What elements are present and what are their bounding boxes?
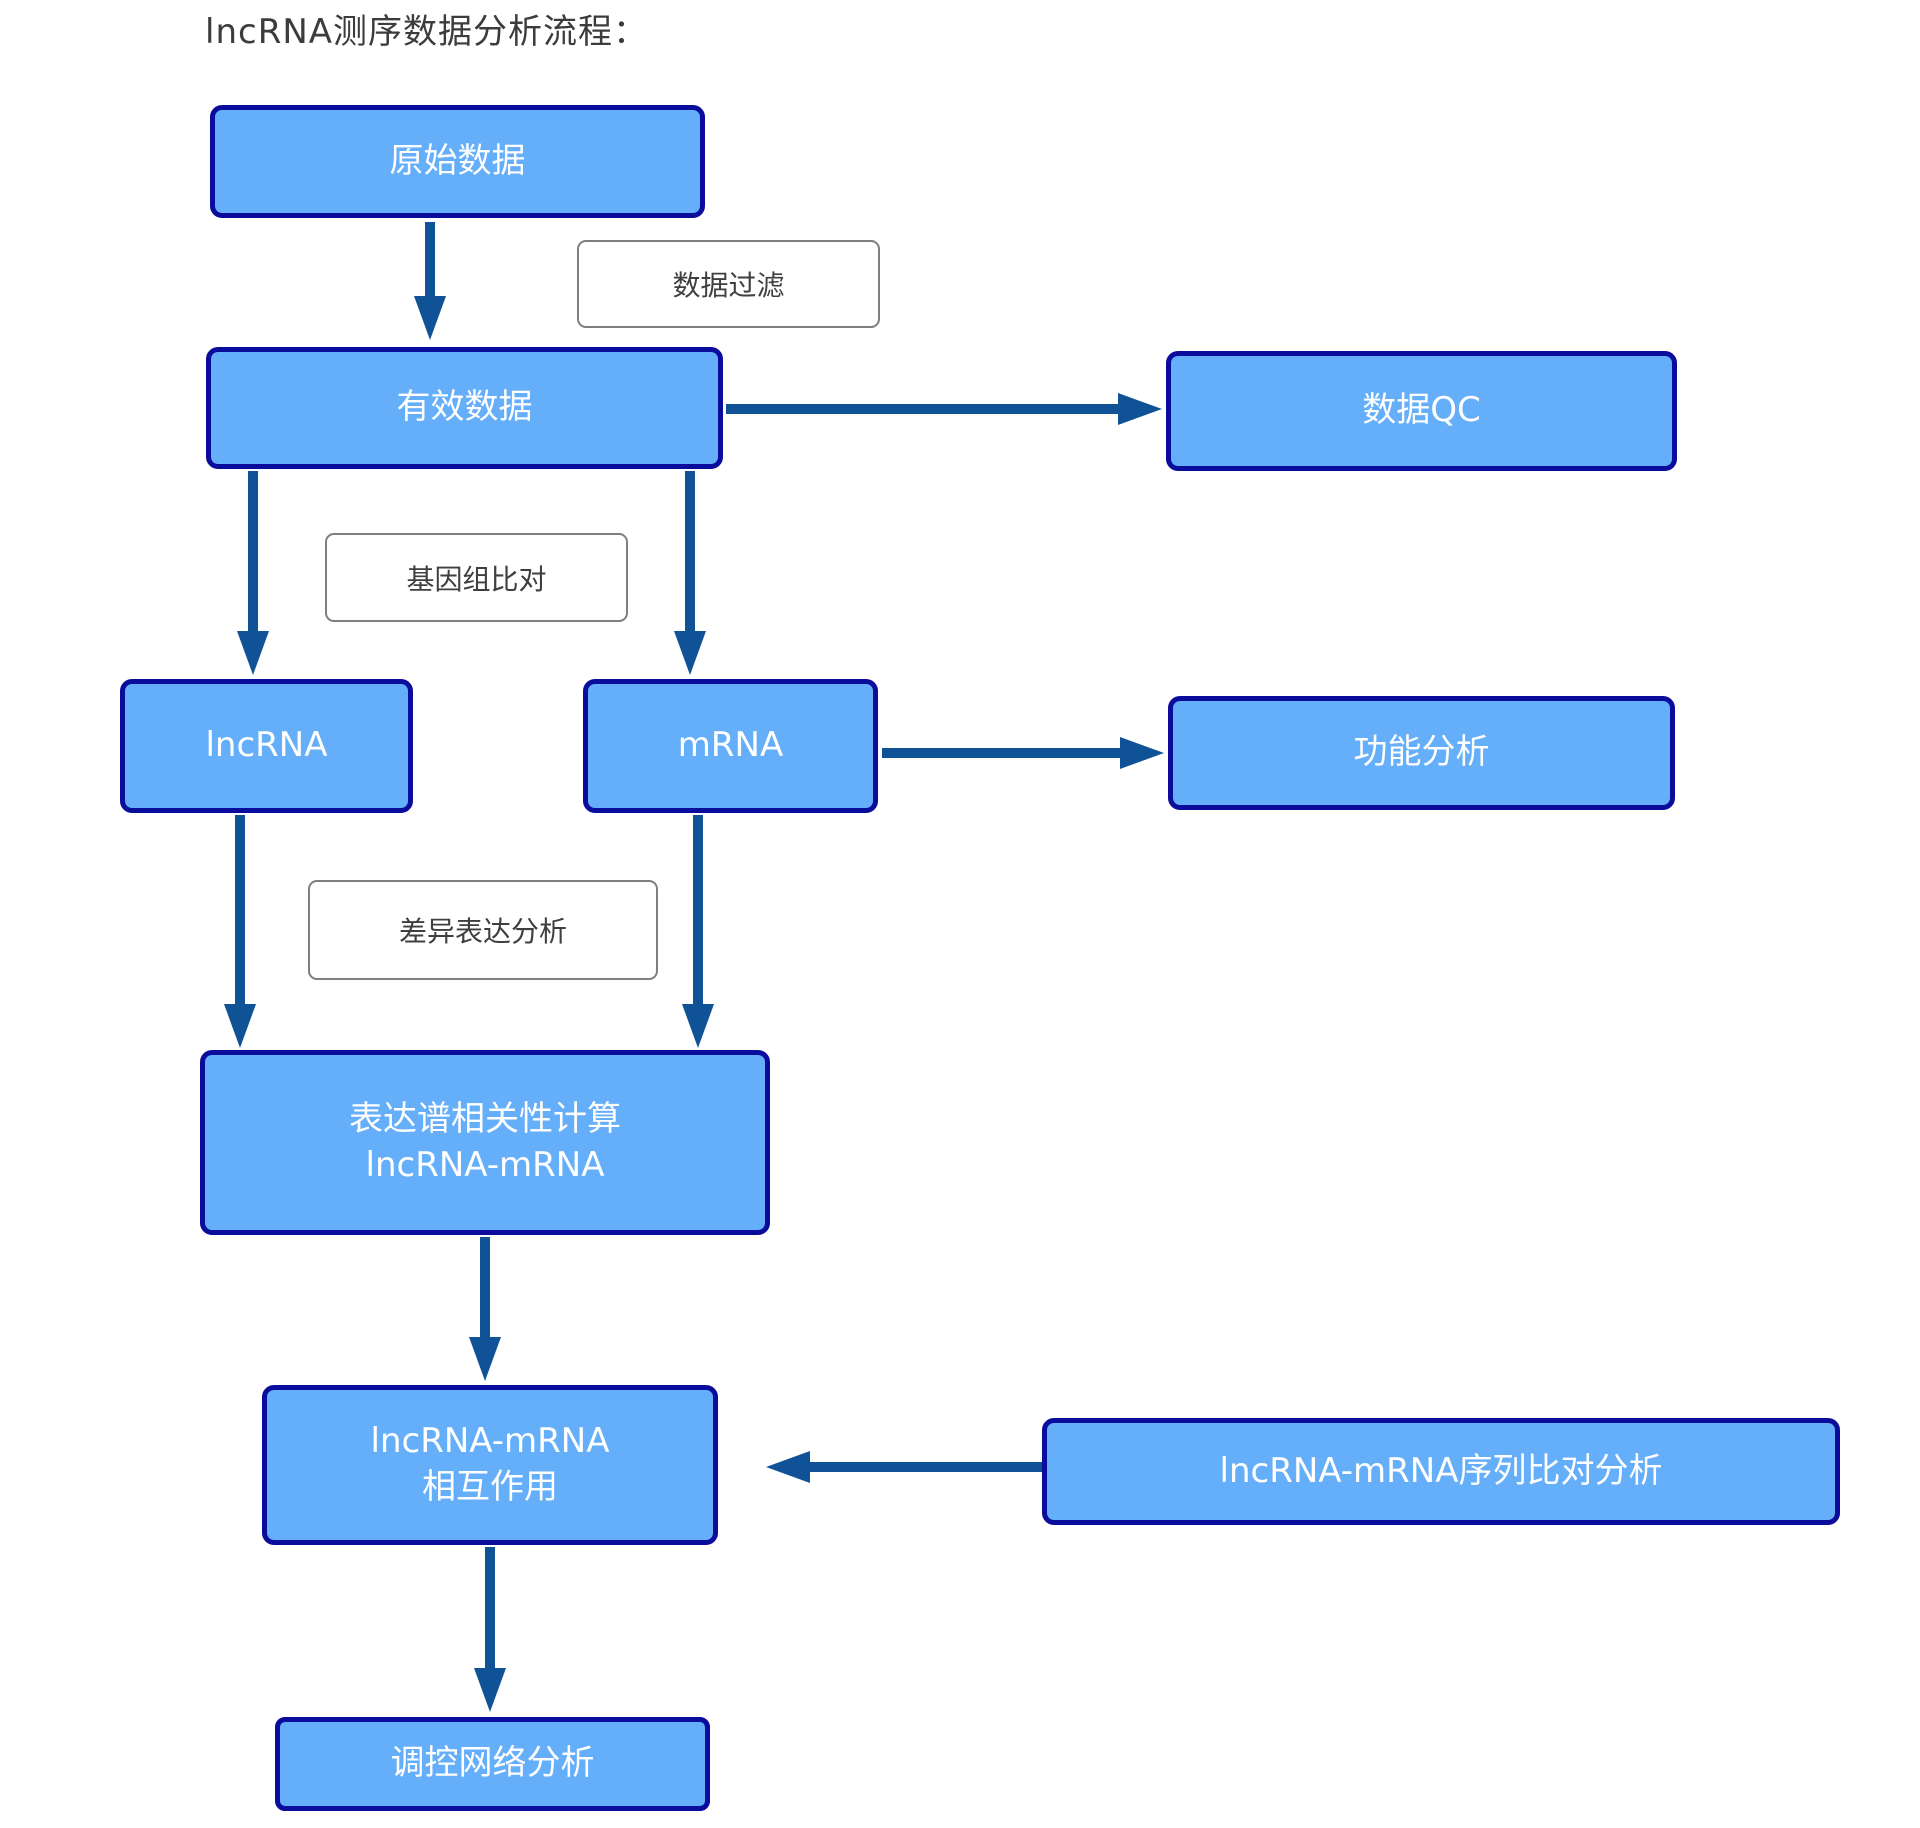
node-correlation-line1: 表达谱相关性计算 [349, 1098, 621, 1139]
edge-label-genome-alignment: 基因组比对 [325, 533, 628, 622]
node-functional-analysis-label: 功能分析 [1353, 732, 1490, 773]
arrow-shaft [425, 222, 435, 300]
node-correlation-line2: lncRNA-mRNA [365, 1144, 605, 1185]
arrow-shaft [693, 815, 703, 1008]
arrow-shaft [480, 1237, 490, 1341]
arrow-shaft [248, 471, 258, 635]
edge-label-data-filter: 数据过滤 [577, 240, 880, 328]
node-interaction-line1: lncRNA-mRNA [370, 1421, 610, 1462]
arrow-head-down-icon [414, 296, 446, 340]
arrow-shaft [485, 1547, 495, 1672]
node-lncrna-label: lncRNA [205, 725, 328, 766]
node-seq-alignment: lncRNA-mRNA序列比对分析 [1042, 1418, 1840, 1525]
node-seq-alignment-label: lncRNA-mRNA序列比对分析 [1219, 1450, 1663, 1491]
edge-label-diff-expression: 差异表达分析 [308, 880, 658, 980]
arrow-head-down-icon [224, 1004, 256, 1048]
node-functional-analysis: 功能分析 [1168, 696, 1675, 810]
node-interaction: lncRNA-mRNA 相互作用 [262, 1385, 718, 1545]
arrow-head-right-icon [1118, 393, 1162, 425]
node-mrna: mRNA [583, 679, 878, 813]
arrow-shaft [235, 815, 245, 1008]
arrow-head-down-icon [474, 1668, 506, 1712]
edge-label-genome-alignment-text: 基因组比对 [406, 562, 547, 596]
node-network: 调控网络分析 [275, 1717, 710, 1811]
arrow-head-down-icon [469, 1337, 501, 1381]
diagram-title: lncRNA测序数据分析流程： [205, 12, 649, 52]
arrow-shaft [808, 1462, 1042, 1472]
node-valid-data: 有效数据 [206, 347, 723, 469]
arrow-shaft [726, 404, 1120, 414]
node-raw-data: 原始数据 [210, 105, 705, 218]
node-data-qc-label: 数据QC [1362, 390, 1481, 431]
arrow-shaft [685, 471, 695, 635]
node-mrna-label: mRNA [677, 725, 784, 766]
node-raw-data-label: 原始数据 [389, 140, 526, 181]
arrow-head-down-icon [682, 1004, 714, 1048]
node-valid-data-label: 有效数据 [396, 387, 533, 428]
node-lncrna: lncRNA [120, 679, 413, 813]
arrow-head-right-icon [1120, 737, 1164, 769]
node-data-qc: 数据QC [1166, 351, 1677, 471]
arrow-shaft [882, 748, 1122, 758]
edge-label-data-filter-text: 数据过滤 [672, 269, 785, 302]
arrow-head-left-icon [766, 1451, 810, 1483]
edge-label-diff-expression-text: 差异表达分析 [398, 915, 567, 948]
node-correlation: 表达谱相关性计算 lncRNA-mRNA [200, 1050, 770, 1235]
arrow-head-down-icon [237, 631, 269, 675]
node-network-label: 调控网络分析 [390, 1743, 595, 1784]
arrow-head-down-icon [674, 631, 706, 675]
node-interaction-line2: 相互作用 [422, 1467, 558, 1507]
